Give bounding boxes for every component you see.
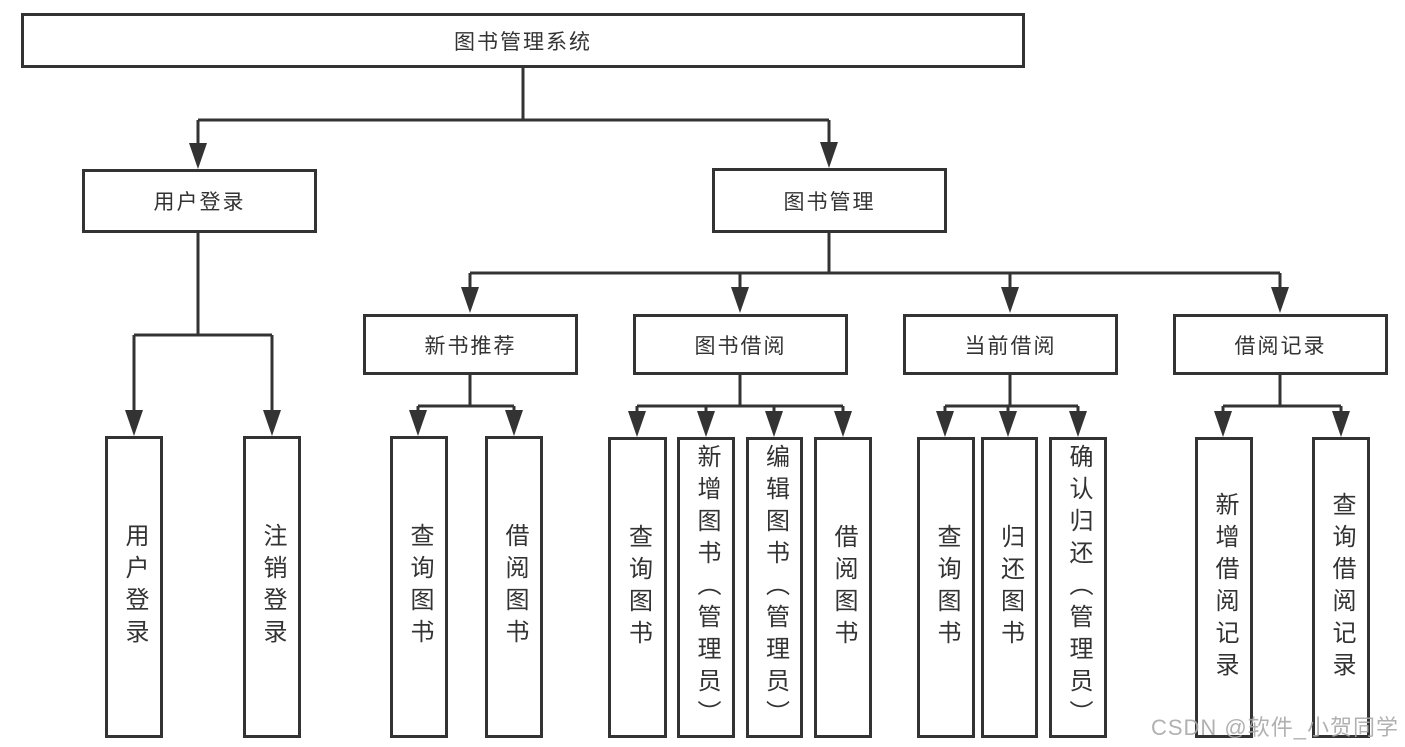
leaf-borrow-edit: 编辑图书（管理员） (746, 437, 803, 738)
arrowheads (125, 142, 1350, 437)
node-label: 编辑图书（管理员） (761, 443, 789, 732)
leaf-logout: 注销登录 (243, 436, 301, 738)
node-new-books: 新书推荐 (363, 314, 578, 375)
node-label: 归还图书 (996, 523, 1024, 652)
node-label: 注销登录 (259, 523, 286, 651)
node-current-borrow: 当前借阅 (903, 314, 1118, 375)
node-label: 查询图书 (933, 523, 960, 652)
node-label: 查询借阅记录 (1328, 491, 1355, 684)
node-label: 查询图书 (406, 523, 433, 651)
node-root: 图书管理系统 (21, 13, 1025, 68)
node-label: 图书借阅 (694, 334, 787, 358)
node-label: 查询图书 (624, 523, 652, 652)
node-label: 用户登录 (121, 523, 148, 651)
leaf-borrow-borrow: 借阅图书 (814, 437, 872, 738)
node-label: 新增图书（管理员） (693, 443, 720, 732)
leaf-records-add: 新增借阅记录 (1195, 437, 1253, 738)
node-label: 图书管理 (783, 190, 876, 214)
watermark-text: CSDN @软件_小贺同学 (1150, 715, 1399, 740)
leaf-current-query: 查询图书 (917, 437, 975, 738)
leaf-newbooks-borrow: 借阅图书 (485, 436, 543, 738)
node-book-borrow: 图书借阅 (633, 314, 848, 375)
node-book-mgmt: 图书管理 (712, 168, 947, 233)
leaf-borrow-query: 查询图书 (608, 437, 667, 738)
node-label: 借阅记录 (1234, 334, 1327, 358)
node-label: 图书管理系统 (454, 30, 592, 54)
node-label: 确认归还（管理员） (1065, 443, 1092, 732)
leaf-records-query: 查询借阅记录 (1312, 437, 1370, 738)
leaf-user-login: 用户登录 (105, 436, 163, 738)
node-label: 新书推荐 (424, 334, 517, 358)
node-label: 借阅图书 (501, 523, 528, 651)
leaf-current-return: 归还图书 (981, 437, 1038, 738)
leaf-newbooks-query: 查询图书 (390, 436, 448, 738)
node-label: 新增借阅记录 (1211, 491, 1238, 684)
node-label: 当前借阅 (964, 334, 1057, 358)
leaf-borrow-add: 新增图书（管理员） (677, 437, 735, 738)
leaf-current-confirm: 确认归还（管理员） (1049, 437, 1107, 738)
node-borrow-records: 借阅记录 (1173, 314, 1388, 375)
node-user-login: 用户登录 (82, 169, 317, 233)
node-label: 用户登录 (153, 191, 246, 214)
node-label: 借阅图书 (830, 523, 857, 652)
